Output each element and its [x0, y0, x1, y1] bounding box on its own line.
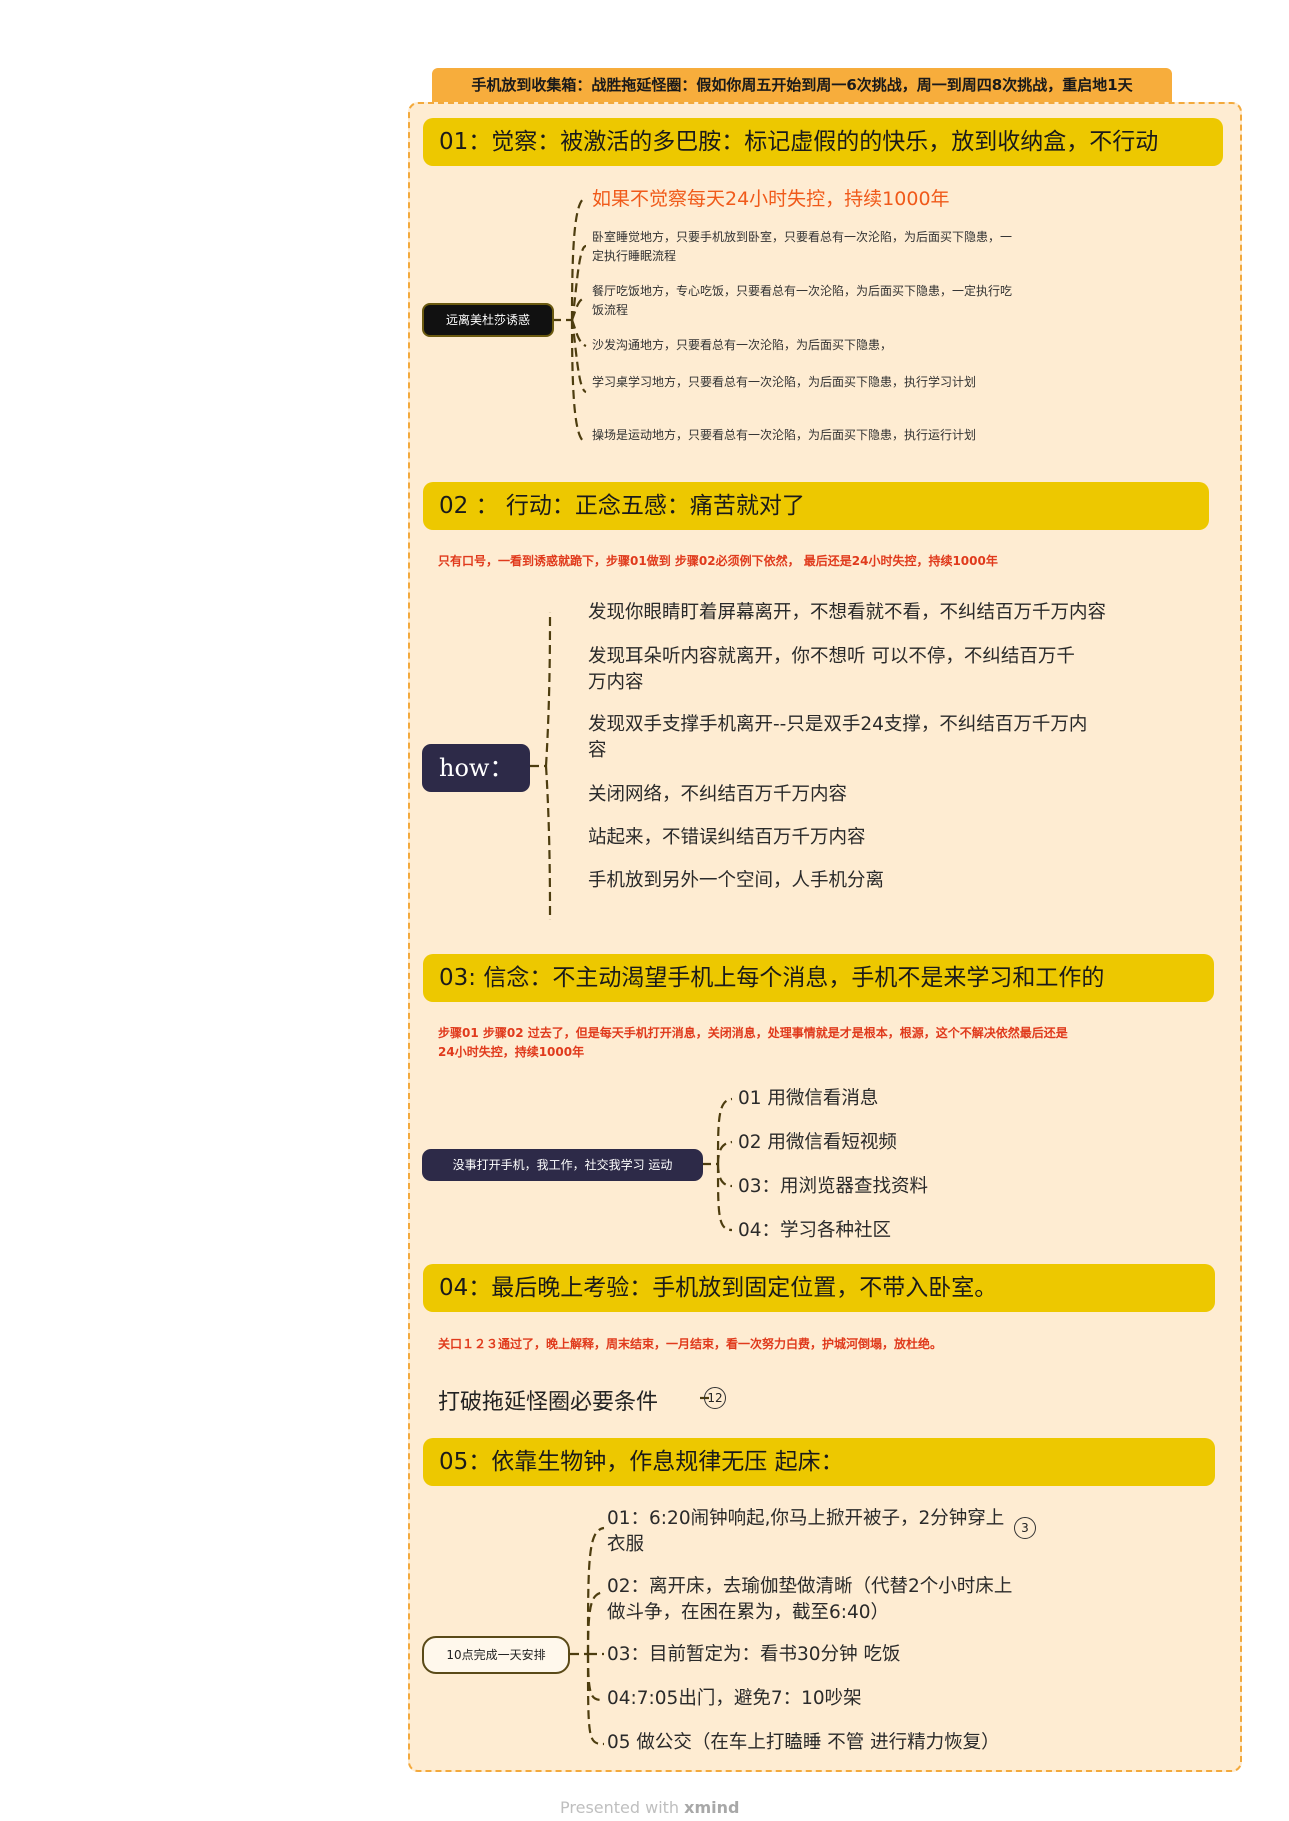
- section-3-item[interactable]: 02 用微信看短视频: [738, 1132, 897, 1153]
- section-1-header[interactable]: 01：觉察：被激活的多巴胺：标记虚假的的快乐，放到收纳盒，不行动: [423, 118, 1223, 166]
- section-1-item[interactable]: 操场是运动地方，只要看总有一次沦陷，为后面买下隐患，执行运行计划: [592, 428, 977, 442]
- section-5-header[interactable]: 05：依靠生物钟，作息规律无压 起床：: [423, 1438, 1215, 1486]
- section-2-item[interactable]: 发现你眼睛盯着屏幕离开，不想看就不看，不纠结百万千万内容: [588, 602, 1107, 623]
- connector: [716, 1163, 733, 1188]
- connector: [570, 319, 587, 394]
- section-2-item[interactable]: 站起来，不错误纠结百万千万内容: [588, 827, 866, 848]
- section-2-item[interactable]: 手机放到另外一个空间，人手机分离: [588, 870, 885, 891]
- section-2-item[interactable]: 发现耳朵听内容就离开，你不想听 可以不停，不纠结百万千万内容: [588, 646, 1075, 693]
- section-2-item[interactable]: 发现双手支撑手机离开--只是双手24支撑，不纠结百万千万内容: [588, 714, 1088, 761]
- section-3-item[interactable]: 04：学习各种社区: [738, 1220, 892, 1241]
- connector: [716, 1163, 733, 1232]
- section-3-node[interactable]: 没事打开手机，我工作，社交我学习 运动: [422, 1149, 703, 1181]
- section-2-note: 只有口号，一看到诱惑就跪下，步骤01做到 步骤02必须例下依然， 最后还是24小…: [438, 554, 998, 568]
- footer-credit: Presented with xmind: [560, 1798, 739, 1817]
- section-5-node[interactable]: 10点完成一天安排: [422, 1636, 570, 1674]
- section-5-item[interactable]: 05 做公交（在车上打瞌睡 不管 进行精力恢复）: [607, 1732, 1000, 1753]
- section-1-item[interactable]: 餐厅吃饭地方，专心吃饭，只要看总有一次沦陷，为后面买下隐患，一定执行吃饭流程: [592, 284, 1013, 317]
- section-3-header[interactable]: 03: 信念：不主动渴望手机上每个消息，手机不是来学习和工作的: [423, 954, 1214, 1002]
- connector: [586, 1526, 605, 1655]
- section-2-item[interactable]: 关闭网络，不纠结百万千万内容: [588, 784, 848, 805]
- section-5-item[interactable]: 02：离开床，去瑜伽垫做清晰（代替2个小时床上做斗争，在困在累为，截至6:40）: [607, 1576, 1013, 1623]
- section-2-node[interactable]: how：: [422, 744, 530, 792]
- section-1-item[interactable]: 如果不觉察每天24小时失控，持续1000年: [592, 188, 950, 210]
- connector: [544, 611, 552, 767]
- connector: [716, 1097, 733, 1165]
- section-3-item[interactable]: 01 用微信看消息: [738, 1088, 879, 1109]
- map-title[interactable]: 手机放到收集箱：战胜拖延怪圈：假如你周五开始到周一6次挑战，周一到周四8次挑战，…: [432, 68, 1172, 102]
- connector: [570, 244, 587, 321]
- section-1-item[interactable]: 沙发沟通地方，只要看总有一次沦陷，为后面买下隐患，: [592, 338, 893, 352]
- section-3-item[interactable]: 03：用浏览器查找资料: [738, 1176, 929, 1197]
- connector: [570, 319, 587, 444]
- section-1-item[interactable]: 卧室睡觉地方，只要手机放到卧室，只要看总有一次沦陷，为后面买下隐患，一定执行睡眠…: [592, 230, 1013, 263]
- connector: [586, 1653, 605, 1746]
- connector: [570, 296, 587, 321]
- connector: [586, 1653, 605, 1702]
- section-5-item[interactable]: 03：目前暂定为：看书30分钟 吃饭: [607, 1644, 901, 1665]
- section-5-item[interactable]: 04:7:05出门，避免7：10吵架: [607, 1688, 862, 1709]
- section-2-header[interactable]: 02 ： 行动：正念五感：痛苦就对了: [423, 482, 1209, 530]
- section-1-node[interactable]: 远离美杜莎诱惑: [422, 303, 554, 337]
- main-topic-board: [408, 102, 1242, 1772]
- xmind-logo: xmind: [684, 1798, 740, 1817]
- connector: [586, 1590, 605, 1655]
- section-1-item[interactable]: 学习桌学习地方，只要看总有一次沦陷，为后面买下隐患，执行学习计划: [592, 375, 977, 389]
- footer-prefix: Presented with: [560, 1798, 680, 1817]
- collapsed-count-badge[interactable]: 3: [1014, 1517, 1036, 1539]
- section-4-header[interactable]: 04：最后晚上考验：手机放到固定位置，不带入卧室。: [423, 1264, 1215, 1312]
- section-4-note: 关口１２３通过了，晚上解释，周末结束，一月结束，看一次努力白费，护城河倒塌，放杜…: [438, 1337, 943, 1351]
- section-5-item[interactable]: 01：6:20闹钟响起,你马上掀开被子，2分钟穿上衣服: [607, 1508, 1005, 1555]
- connector: [570, 196, 587, 321]
- connector: [544, 765, 552, 921]
- section-4-collapsed-topic[interactable]: 打破拖延怪圈必要条件: [438, 1390, 659, 1415]
- connector: [716, 1140, 733, 1165]
- section-3-note: 步骤01 步骤02 过去了，但是每天手机打开消息，关闭消息，处理事情就是才是根本…: [438, 1026, 1068, 1059]
- collapsed-count-badge[interactable]: 12: [704, 1387, 726, 1409]
